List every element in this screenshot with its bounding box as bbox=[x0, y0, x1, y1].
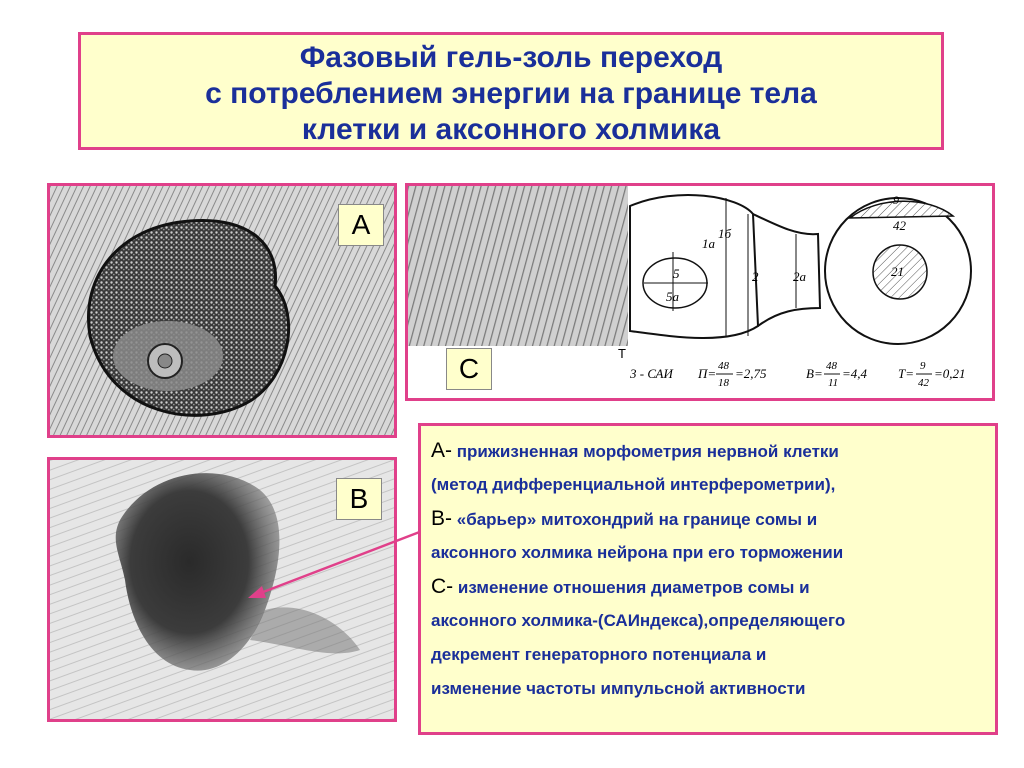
desc-a-key: А- bbox=[431, 439, 452, 462]
formula-p-den: 18 bbox=[718, 377, 730, 389]
micrograph-a: А bbox=[47, 183, 397, 438]
formula-tt-val: =0,21 bbox=[934, 366, 966, 381]
formula-b-val: =4,4 bbox=[842, 366, 868, 381]
title-box: Фазовый гель-золь переход с потреблением… bbox=[78, 32, 944, 150]
label-c: С bbox=[446, 348, 492, 390]
formula-tt-den: 42 bbox=[918, 377, 930, 389]
formula-tt-num: 9 bbox=[920, 360, 926, 372]
title-line-3: клетки и аксонного холмика bbox=[301, 113, 721, 146]
description-box: А- прижизненная морфометрия нервной клет… bbox=[418, 423, 998, 735]
dim-1a: 1а bbox=[702, 236, 716, 251]
desc-a-text-1: прижизненная морфометрия нервной клетки bbox=[456, 442, 839, 461]
dim-1b: 1б bbox=[718, 226, 732, 241]
desc-a-line-1: А- прижизненная морфометрия нервной клет… bbox=[431, 434, 985, 468]
desc-b-text-1: «барьер» митохондрий на границе сомы и bbox=[456, 510, 818, 529]
title-line-2: с потреблением энергии на границе тела bbox=[205, 77, 817, 110]
desc-b-line-1: В- «барьер» митохондрий на границе сомы … bbox=[431, 502, 985, 536]
micrograph-a-image bbox=[50, 186, 394, 435]
label-b: В bbox=[336, 478, 382, 520]
formula-b: В= bbox=[806, 366, 823, 381]
diagram-c: 1б 1а 5 5а 2 2а 9 42 21 T 3 - САИ П= 48 … bbox=[405, 183, 995, 401]
desc-c-key: С- bbox=[431, 575, 454, 598]
title-line-1: Фазовый гель-золь переход bbox=[299, 41, 723, 74]
desc-b-text-2: аксонного холмика нейрона при его тормож… bbox=[431, 543, 844, 562]
desc-c-text-4: изменение частоты импульсной активности bbox=[431, 679, 806, 698]
formula-t-label: T bbox=[618, 346, 626, 361]
dim-2a: 2а bbox=[793, 269, 807, 284]
formula-tt: T= bbox=[898, 366, 914, 381]
formula-b-num: 48 bbox=[826, 360, 838, 372]
desc-c-text-2: аксонного холмика-(САИндекса),определяющ… bbox=[431, 611, 846, 630]
dim-2: 2 bbox=[752, 269, 759, 284]
desc-a-text-2: (метод дифференциальной интерферометрии)… bbox=[431, 475, 836, 494]
formula-p: П= bbox=[697, 366, 716, 381]
dim-21: 21 bbox=[891, 264, 904, 279]
formula-sai: 3 - САИ bbox=[629, 366, 673, 381]
desc-b-key: В- bbox=[431, 507, 452, 530]
diagram-c-image: 1б 1а 5 5а 2 2а 9 42 21 T 3 - САИ П= 48 … bbox=[408, 186, 972, 389]
micrograph-b: В bbox=[47, 457, 397, 722]
dim-42: 42 bbox=[893, 218, 907, 233]
formula-b-den: 11 bbox=[828, 377, 838, 389]
dim-5: 5 bbox=[673, 266, 680, 281]
dim-9: 9 bbox=[893, 193, 899, 207]
label-a: А bbox=[338, 204, 384, 246]
formula-p-num: 48 bbox=[718, 360, 730, 372]
desc-c-line-1: С- изменение отношения диаметров сомы и bbox=[431, 570, 985, 604]
dim-5a: 5а bbox=[666, 289, 680, 304]
desc-c-text-3: декремент генераторного потенциала и bbox=[431, 645, 767, 664]
formula-p-val: =2,75 bbox=[735, 366, 767, 381]
desc-c-text-1: изменение отношения диаметров сомы и bbox=[457, 578, 810, 597]
